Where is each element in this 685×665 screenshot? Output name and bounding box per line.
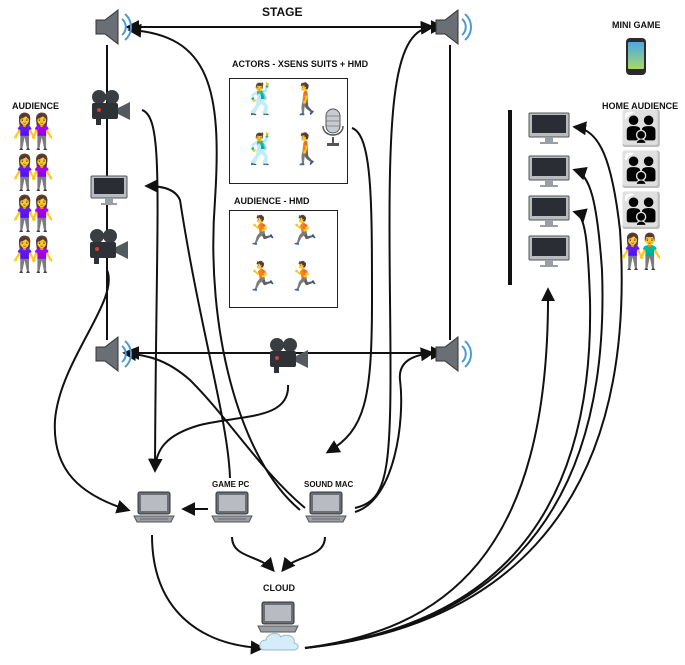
home-monitor-3-icon — [528, 195, 570, 234]
soundmac-to-top-right-speaker-connector — [354, 20, 435, 509]
actor-walker-2: 🚶 — [288, 132, 326, 167]
soundmac-to-right-speaker-connector — [354, 347, 435, 513]
cloud-server-laptop-icon — [254, 600, 304, 661]
phone-icon — [626, 38, 646, 75]
audience-hmd-box: 🏃 🏃 🏃 🏃 — [229, 210, 338, 308]
stage-label: STAGE — [262, 5, 303, 19]
sound-mac-label: SOUND MAC — [304, 480, 354, 489]
laptop-to-cloud-connector — [151, 534, 265, 655]
cloud-label: CLOUD — [263, 583, 295, 593]
audience-hmd-box-title: AUDIENCE - HMD — [234, 196, 310, 206]
camera-2-icon — [86, 227, 132, 270]
home-family-3: 👪 — [620, 191, 663, 231]
home-monitor-2-icon — [528, 155, 570, 194]
camera3-to-laptop-connector — [148, 384, 290, 473]
audience-pair-1: 👭 — [12, 112, 55, 152]
soundmac-to-left-speaker-connector — [122, 347, 306, 509]
gamepc-to-monitor-connector — [144, 179, 231, 479]
audience-pair-3: 👭 — [12, 194, 55, 234]
mini-game-label: MINI GAME — [612, 20, 661, 30]
audience-pair-2: 👭 — [12, 153, 55, 193]
runner-4: 🏃 — [286, 260, 321, 293]
camera-1-icon — [88, 88, 134, 131]
home-monitor-4-icon — [528, 235, 570, 274]
soundmac-to-cloud-connector — [281, 536, 326, 573]
camera2-to-laptop-connector — [53, 269, 131, 514]
home-family-1: 👪 — [620, 109, 663, 149]
sound-mac-icon — [304, 490, 348, 531]
audience-group: 👭 👭 👭 👭 — [12, 115, 62, 280]
camera-3-icon — [266, 336, 312, 379]
home-audience-label: HOME AUDIENCE — [602, 101, 679, 111]
game-pc-label: GAME PC — [212, 480, 250, 489]
speaker-bottom-right-icon — [432, 335, 472, 378]
actor-dancer-2: 🕺 — [242, 132, 280, 167]
speaker-bottom-left-icon — [92, 335, 132, 378]
stage-monitor-icon — [90, 175, 128, 212]
audience-pair-4: 👭 — [12, 235, 55, 275]
actor-dancer-1: 🕺 — [242, 82, 280, 117]
audience-label: AUDIENCE — [12, 101, 60, 111]
home-audience-group: 👪 👪 👪 👫 — [620, 112, 670, 277]
microphone-icon — [318, 108, 348, 148]
soundmac-to-top-left-speaker-connector — [127, 23, 301, 511]
camera1-to-laptop-connector — [141, 109, 163, 473]
runner-3: 🏃 — [244, 260, 279, 293]
home-monitor-1-icon — [528, 112, 570, 151]
runner-1: 🏃 — [244, 214, 279, 247]
mic-to-soundmac-connector — [325, 127, 374, 454]
runner-2: 🏃 — [286, 214, 321, 247]
actor-walker-1: 🚶 — [288, 82, 326, 117]
cloud-to-home-monitor-3-connector — [304, 208, 592, 649]
streaming-laptop-icon — [132, 490, 176, 531]
actors-box-title: ACTORS - XSENS SUITS + HMD — [232, 59, 369, 69]
cloud-to-home-monitor-1-connector — [304, 121, 623, 649]
game-pc-icon — [210, 490, 254, 531]
speaker-top-right-icon — [432, 8, 472, 51]
gamepc-to-cloud-connector — [231, 536, 275, 573]
home-family-2: 👪 — [620, 150, 663, 190]
cloud-to-home-monitor-4-connector — [304, 287, 556, 649]
home-couple-4: 👫 — [620, 232, 663, 272]
speaker-top-left-icon — [92, 8, 132, 51]
